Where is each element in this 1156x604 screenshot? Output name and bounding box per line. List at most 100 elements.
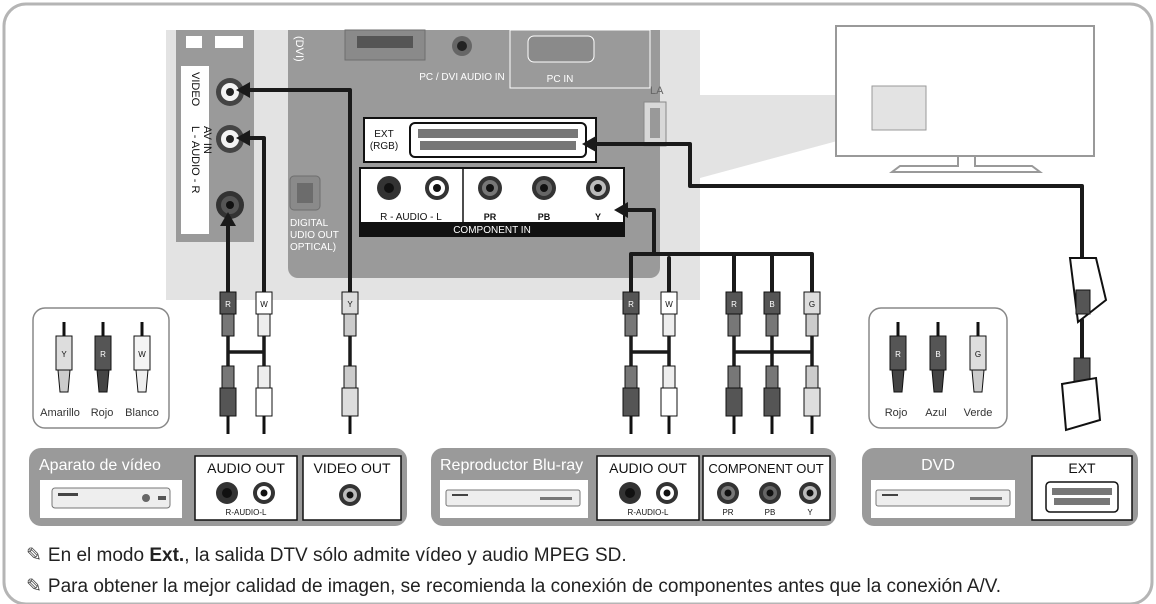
digital-audio-line1: DIGITAL bbox=[290, 218, 329, 229]
device-dvd-name: DVD bbox=[921, 457, 955, 474]
dvd-ext-label: EXT bbox=[1068, 460, 1096, 476]
plug-lower-comp-w bbox=[660, 365, 678, 434]
bluray-y-jack bbox=[799, 482, 821, 504]
arrow-left-audio-r bbox=[220, 212, 236, 226]
svg-text:R: R bbox=[895, 350, 901, 359]
legend-right-label-rojo: Rojo bbox=[885, 407, 908, 419]
component-pb-label: PB bbox=[538, 212, 551, 222]
vcr-video-out-label: VIDEO OUT bbox=[313, 460, 390, 476]
av-in-video-jack bbox=[216, 78, 244, 106]
device-bluray-name: Reproductor Blu-ray bbox=[440, 457, 583, 474]
legend-right-blue-plug: B bbox=[929, 322, 947, 393]
svg-text:R: R bbox=[731, 300, 737, 309]
bluray-audio-out-label: AUDIO OUT bbox=[609, 460, 687, 476]
pc-dvi-audio-label: PC / DVI AUDIO IN bbox=[419, 72, 505, 83]
bluray-component-out-label: COMPONENT OUT bbox=[708, 461, 823, 476]
plug-upper-comp-pr: R bbox=[725, 291, 743, 337]
bluray-pr-label: PR bbox=[722, 508, 733, 517]
plug-upper-comp-w: W bbox=[660, 291, 678, 337]
scart-plug-upper bbox=[1068, 257, 1108, 324]
legend-left-label-amarillo: Amarillo bbox=[40, 407, 80, 419]
digital-audio-line2: UDIO OUT bbox=[290, 230, 339, 241]
vcr-device-icon bbox=[40, 480, 182, 518]
pencil-icon: ✎ bbox=[26, 576, 42, 597]
arrow-left-audio bbox=[236, 130, 250, 146]
av-in-audio-l-jack bbox=[216, 125, 244, 153]
plug-upper-comp-pb: B bbox=[763, 291, 781, 337]
svg-text:Y: Y bbox=[61, 350, 67, 359]
arrow-left-video bbox=[236, 82, 250, 98]
plug-lower-comp-r bbox=[622, 365, 640, 434]
svg-text:R: R bbox=[225, 300, 231, 309]
legend-right-label-azul: Azul bbox=[925, 407, 946, 419]
legend-left-label-rojo: Rojo bbox=[91, 407, 114, 419]
dvd-scart-port bbox=[1045, 481, 1119, 513]
bluray-audio-sub-label: R-AUDIO-L bbox=[628, 508, 669, 517]
ext-rgb-scart-port bbox=[409, 122, 587, 158]
plug-lower-comp-pr bbox=[725, 365, 743, 434]
arrow-ext-rgb bbox=[582, 136, 596, 152]
component-audio-l-jack bbox=[425, 176, 449, 200]
legend-right-green-plug: G bbox=[969, 322, 987, 393]
av-in-audio-r-jack bbox=[216, 191, 244, 219]
dvi-label: (DVI) bbox=[293, 36, 305, 62]
vcr-audio-out-label: AUDIO OUT bbox=[207, 460, 285, 476]
bluray-pr-jack bbox=[717, 482, 739, 504]
plug-lower-left-w bbox=[255, 365, 273, 434]
plug-upper-left-w: W bbox=[255, 291, 273, 337]
component-y-jack bbox=[586, 176, 610, 200]
device-vcr-name: Aparato de vídeo bbox=[39, 457, 161, 474]
plug-upper-comp-y: G bbox=[803, 291, 821, 337]
legend-left-label-blanco: Blanco bbox=[125, 407, 159, 419]
bluray-device-icon bbox=[440, 480, 588, 518]
plug-upper-left-y: Y bbox=[341, 291, 359, 337]
av-in-inner bbox=[181, 66, 209, 234]
legend-right-label-verde: Verde bbox=[964, 407, 993, 419]
svg-text:W: W bbox=[665, 300, 673, 309]
svg-text:W: W bbox=[138, 350, 146, 359]
plug-upper-comp-r: R bbox=[622, 291, 640, 337]
plug-lower-comp-y bbox=[803, 365, 821, 434]
bluray-audio-r-jack bbox=[619, 482, 641, 504]
cable-left-audio-l bbox=[242, 136, 266, 294]
svg-text:B: B bbox=[769, 300, 774, 309]
legend-left-yellow-plug: Y bbox=[55, 322, 73, 393]
legend-right-red-plug: R bbox=[889, 322, 907, 393]
svg-text:B: B bbox=[935, 350, 940, 359]
pencil-icon: ✎ bbox=[26, 545, 42, 566]
vcr-audio-l-jack bbox=[253, 482, 275, 504]
pc-in-label: PC IN bbox=[547, 74, 574, 85]
svg-text:Y: Y bbox=[347, 300, 353, 309]
cable-component-video bbox=[618, 208, 814, 294]
vcr-audio-out-box bbox=[194, 455, 298, 521]
component-pb-jack bbox=[532, 176, 556, 200]
plug-lower-left-r bbox=[219, 365, 237, 434]
svg-text:R: R bbox=[100, 350, 106, 359]
bluray-pb-label: PB bbox=[765, 508, 776, 517]
scart-plug-lower bbox=[1060, 357, 1102, 432]
component-in-title: COMPONENT IN bbox=[453, 225, 531, 236]
note-ext-mode: ✎En el modo Ext., la salida DTV sólo adm… bbox=[26, 545, 627, 566]
tv-illustration bbox=[835, 25, 1095, 173]
av-in-audio-label: L - AUDIO - R bbox=[189, 126, 201, 193]
dvd-device-icon bbox=[871, 480, 1015, 518]
plug-lower-left-y bbox=[341, 365, 359, 434]
vcr-audio-r-jack bbox=[216, 482, 238, 504]
component-pr-label: PR bbox=[484, 212, 497, 222]
bluray-pb-jack bbox=[759, 482, 781, 504]
bluray-y-label: Y bbox=[807, 508, 813, 517]
svg-text:W: W bbox=[260, 300, 268, 309]
svg-text:R: R bbox=[628, 300, 634, 309]
ext-rgb-line2: (RGB) bbox=[370, 141, 398, 152]
plug-lower-comp-pb bbox=[763, 365, 781, 434]
legend-left-white-plug: W bbox=[133, 322, 151, 393]
vcr-audio-sub-label: R-AUDIO-L bbox=[226, 508, 267, 517]
component-audio-r-jack bbox=[377, 176, 401, 200]
pc-dvi-audio-jack bbox=[452, 36, 472, 56]
legend-left-red-plug: R bbox=[94, 322, 112, 393]
av-in-video-label: VIDEO bbox=[189, 72, 201, 107]
ext-rgb-line1: EXT bbox=[374, 129, 393, 140]
bluray-audio-out-box bbox=[596, 455, 700, 521]
bluray-audio-l-jack bbox=[656, 482, 678, 504]
